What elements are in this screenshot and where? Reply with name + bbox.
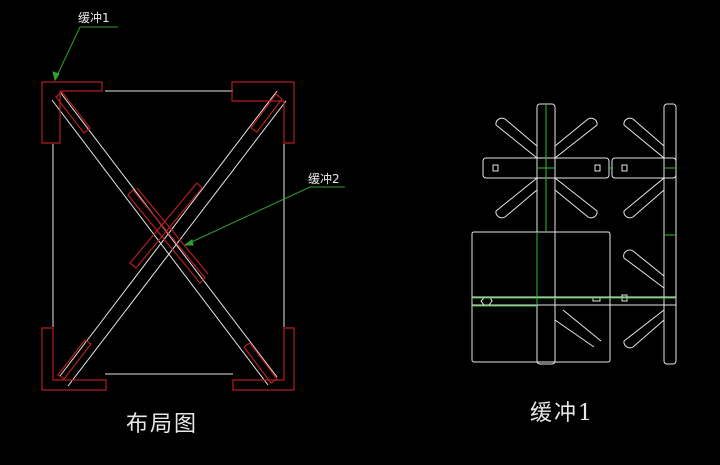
callout-buffer1-label: 缓冲1 xyxy=(78,11,110,25)
leader-lines xyxy=(52,26,345,246)
caption-buffer1-detail: 缓冲1 xyxy=(530,401,594,426)
caption-layout-diagram: 布局图 xyxy=(126,412,199,437)
buffer1-detail xyxy=(471,103,677,365)
buffer-corner-pieces xyxy=(41,81,295,391)
centerlines xyxy=(472,104,676,307)
callout-buffer2-label: 缓冲2 xyxy=(308,172,340,186)
